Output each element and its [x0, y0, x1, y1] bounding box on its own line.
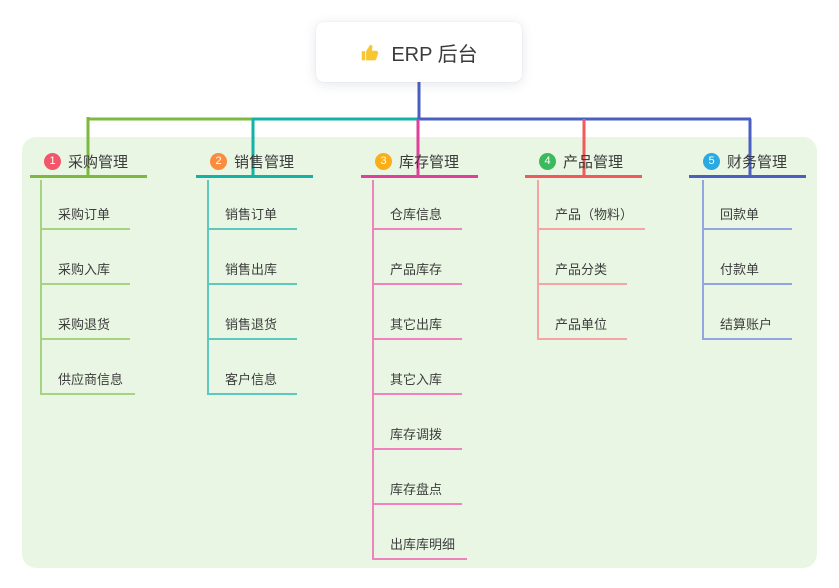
branch-node-product[interactable]: 4 产品管理: [525, 147, 642, 178]
child-node[interactable]: 客户信息: [209, 340, 297, 395]
branch-4-label: 产品管理: [563, 153, 624, 171]
child-node-label[interactable]: 产品库存: [374, 259, 462, 285]
child-node-label[interactable]: 采购入库: [42, 259, 130, 285]
branch-node-purchase[interactable]: 1 采购管理: [30, 147, 147, 178]
branch-4-number-badge: 4: [539, 152, 556, 170]
branch-5-number-badge: 5: [703, 152, 720, 170]
branch-1-children: 采购订单 采购入库 采购退货 供应商信息: [40, 180, 136, 395]
child-node-label[interactable]: 其它入库: [374, 369, 462, 395]
child-node[interactable]: 产品分类: [539, 230, 645, 285]
branch-5-children: 回款单 付款单 结算账户: [702, 180, 792, 340]
branch-3-label: 库存管理: [399, 153, 460, 171]
branch-2-children: 销售订单 销售出库 销售退货 客户信息: [207, 180, 297, 395]
thumbs-up-icon: [360, 42, 381, 63]
child-node-label[interactable]: 销售订单: [209, 204, 297, 230]
child-node[interactable]: 付款单: [704, 230, 792, 285]
child-node-label[interactable]: 产品（物料）: [539, 204, 646, 230]
child-node-label[interactable]: 产品单位: [539, 314, 627, 340]
child-node-label[interactable]: 库存调拨: [374, 424, 462, 450]
child-node-label[interactable]: 回款单: [704, 204, 792, 230]
child-node[interactable]: 采购退货: [42, 285, 135, 340]
child-node-label[interactable]: 供应商信息: [42, 369, 136, 395]
child-node[interactable]: 出库库明细: [374, 505, 468, 560]
child-node-label[interactable]: 出库库明细: [374, 534, 468, 560]
child-node-label[interactable]: 结算账户: [704, 314, 792, 340]
root-node-title: ERP 后台: [391, 43, 478, 66]
child-node[interactable]: 其它出库: [374, 285, 467, 340]
branch-node-sales[interactable]: 2 销售管理: [196, 147, 313, 178]
child-node[interactable]: 产品库存: [374, 230, 467, 285]
child-node-label[interactable]: 客户信息: [209, 369, 297, 395]
child-node-label[interactable]: 销售退货: [209, 314, 297, 340]
branch-4-children: 产品（物料） 产品分类 产品单位: [537, 180, 646, 340]
child-node-label[interactable]: 仓库信息: [374, 204, 462, 230]
branch-5-label: 财务管理: [727, 153, 788, 171]
child-node[interactable]: 供应商信息: [42, 340, 136, 395]
branch-2-label: 销售管理: [234, 153, 295, 171]
child-node-label[interactable]: 采购订单: [42, 204, 130, 230]
child-node[interactable]: 销售退货: [209, 285, 297, 340]
child-node[interactable]: 产品（物料）: [539, 180, 646, 230]
child-node[interactable]: 销售订单: [209, 180, 297, 230]
child-node[interactable]: 其它入库: [374, 340, 467, 395]
root-node-erp[interactable]: ERP 后台: [316, 22, 522, 82]
child-node[interactable]: 销售出库: [209, 230, 297, 285]
branch-node-inventory[interactable]: 3 库存管理: [361, 147, 478, 178]
branch-2-number-badge: 2: [210, 152, 227, 170]
child-node-label[interactable]: 产品分类: [539, 259, 627, 285]
child-node[interactable]: 库存调拨: [374, 395, 467, 450]
child-node-label[interactable]: 销售出库: [209, 259, 297, 285]
child-node-label[interactable]: 库存盘点: [374, 479, 462, 505]
child-node-label[interactable]: 其它出库: [374, 314, 462, 340]
branch-3-number-badge: 3: [375, 152, 392, 170]
child-node[interactable]: 库存盘点: [374, 450, 467, 505]
child-node-label[interactable]: 付款单: [704, 259, 792, 285]
branch-1-label: 采购管理: [68, 153, 129, 171]
child-node-label[interactable]: 采购退货: [42, 314, 130, 340]
child-node[interactable]: 仓库信息: [374, 180, 467, 230]
child-node[interactable]: 产品单位: [539, 285, 645, 340]
branch-3-children: 仓库信息 产品库存 其它出库 其它入库 库存调拨 库存盘点 出库库明细: [372, 180, 468, 560]
child-node[interactable]: 采购订单: [42, 180, 135, 230]
branch-1-number-badge: 1: [44, 152, 61, 170]
branch-node-finance[interactable]: 5 财务管理: [689, 147, 806, 178]
child-node[interactable]: 结算账户: [704, 285, 792, 340]
child-node[interactable]: 回款单: [704, 180, 792, 230]
child-node[interactable]: 采购入库: [42, 230, 135, 285]
branches-background-panel: [22, 137, 817, 568]
